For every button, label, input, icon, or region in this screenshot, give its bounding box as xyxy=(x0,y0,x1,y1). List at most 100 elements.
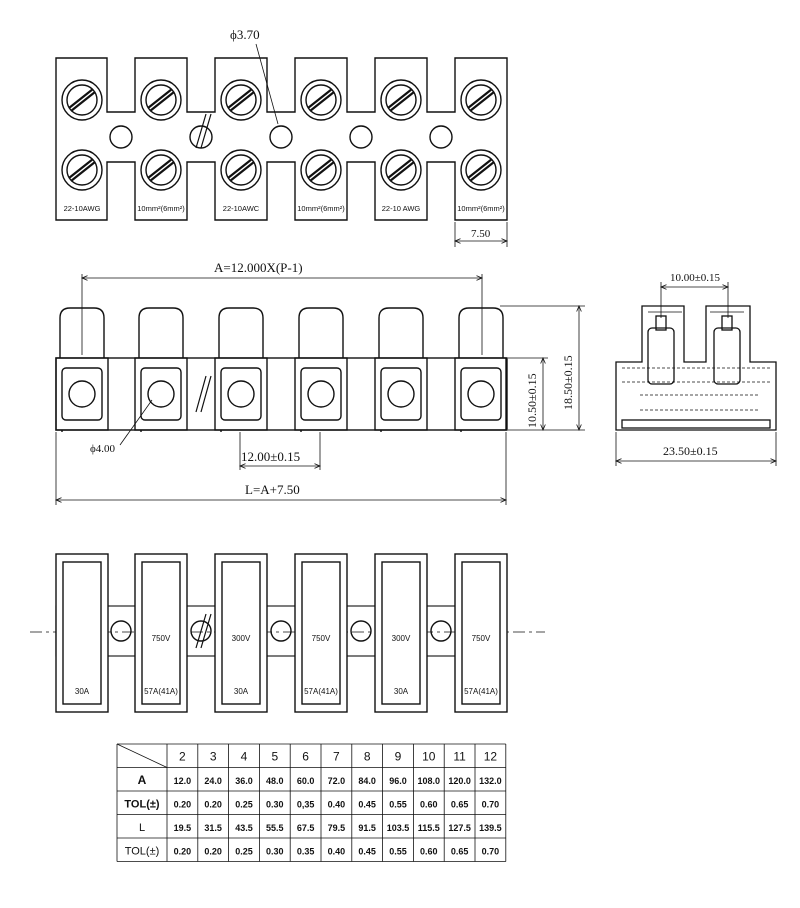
mounting-hole xyxy=(109,125,133,149)
table-cell: 0.45 xyxy=(358,847,376,857)
side-hatching xyxy=(622,367,770,411)
top-holes xyxy=(109,125,453,149)
bottom-block xyxy=(374,553,428,713)
height-dim-2: 18.50±0.15 xyxy=(561,355,575,410)
table-cell: 48.0 xyxy=(266,776,284,786)
pole-header: 8 xyxy=(364,750,371,764)
table-cell: 127.5 xyxy=(448,823,471,833)
length-dimension xyxy=(56,432,506,505)
side-screw-left xyxy=(647,327,675,385)
table-cell: 0.20 xyxy=(204,847,222,857)
wire-labels: 22-10AWG 10mm²(6mm²) 22-10AWC 10mm²(6mm²) 22… xyxy=(64,204,506,213)
voltage-label: 750V xyxy=(312,634,331,643)
mounting-hole xyxy=(269,125,293,149)
bottom-hole xyxy=(190,620,212,642)
table-cell: 0.35 xyxy=(297,847,315,857)
table-cell: 108.0 xyxy=(418,776,441,786)
table-cell: 0.65 xyxy=(451,847,469,857)
height-dim-1: 10.50±0.15 xyxy=(525,373,539,428)
pole-header: 11 xyxy=(453,750,466,764)
top-view-outline xyxy=(55,57,508,221)
current-label: 57A(41A) xyxy=(304,687,338,696)
table-cell: 139.5 xyxy=(479,823,502,833)
row-label: TOL(±) xyxy=(124,799,159,811)
table-cell: 120.0 xyxy=(448,776,471,786)
bottom-block xyxy=(454,553,508,713)
table-cell: 55.5 xyxy=(266,823,284,833)
table-cell: 0.70 xyxy=(482,847,500,857)
height-dimensions xyxy=(500,306,585,430)
top-screws xyxy=(61,79,502,191)
bottom-bridge xyxy=(55,605,507,657)
pole-header: 5 xyxy=(271,750,278,764)
front-pitch-dim: 12.00±0.15 xyxy=(241,449,300,464)
screw-icon xyxy=(147,380,175,408)
front-view xyxy=(55,307,508,432)
table-cell: 12.0 xyxy=(174,776,192,786)
screw-head-icon xyxy=(300,149,342,191)
table-cell: 0.20 xyxy=(174,847,192,857)
screw-head-icon xyxy=(61,149,103,191)
table-cell: 0,35 xyxy=(297,800,315,810)
wire-label: 22-10AWG xyxy=(64,204,101,213)
voltage-label: 300V xyxy=(232,634,251,643)
table-cell: 0.60 xyxy=(420,847,438,857)
table-cell: 91.5 xyxy=(358,823,376,833)
screw-head-icon xyxy=(460,149,502,191)
wire-label: 22-10 AWG xyxy=(382,204,421,213)
wire-label: 22-10AWC xyxy=(223,204,260,213)
pole-header: 12 xyxy=(484,750,498,764)
table-cell: 0.70 xyxy=(482,800,500,810)
wire-label: 10mm²(6mm²) xyxy=(297,204,345,213)
current-label: 30A xyxy=(394,687,409,696)
side-view xyxy=(615,305,777,431)
wire-label: 10mm²(6mm²) xyxy=(457,204,505,213)
pole-header: 3 xyxy=(210,750,217,764)
voltage-label: 750V xyxy=(472,634,491,643)
length-dim-label: L=A+7.50 xyxy=(245,482,300,497)
side-spacing-dim: 10.00±0.15 xyxy=(670,272,721,284)
table-cell: 0.40 xyxy=(328,800,346,810)
terminal-tower xyxy=(374,307,428,432)
table-cell: 19.5 xyxy=(174,823,192,833)
mounting-hole xyxy=(429,125,453,149)
table-cell: 0.55 xyxy=(389,847,407,857)
pitch-dimension xyxy=(455,222,507,247)
table-cell: 0.40 xyxy=(328,847,346,857)
bottom-block xyxy=(134,553,188,713)
table-cell: 0.60 xyxy=(420,800,438,810)
bottom-blocks xyxy=(55,553,508,713)
table-cell: 31.5 xyxy=(204,823,222,833)
voltage-label: 300V xyxy=(392,634,411,643)
pole-header: 7 xyxy=(333,750,340,764)
mounting-hole xyxy=(349,125,373,149)
side-outline xyxy=(615,305,777,431)
terminal-tower xyxy=(294,307,348,432)
pole-header: 10 xyxy=(422,750,436,764)
screw-head-icon xyxy=(380,79,422,121)
hole-dim-label: ϕ3.70 xyxy=(230,27,260,42)
table-cell: 43.5 xyxy=(235,823,253,833)
bottom-view xyxy=(30,553,545,713)
table-cell: 72.0 xyxy=(328,776,346,786)
current-label: 57A(41A) xyxy=(144,687,178,696)
top-pitch-dim: 7.50 xyxy=(471,228,491,240)
terminal-tower xyxy=(134,307,188,432)
pitch-dimension-front xyxy=(240,432,320,470)
pole-header: 2 xyxy=(179,750,186,764)
bottom-block xyxy=(294,553,348,713)
screw-head-icon xyxy=(61,79,103,121)
screw-head-icon xyxy=(140,149,182,191)
bottom-block xyxy=(214,553,268,713)
bottom-holes xyxy=(110,620,452,642)
table-cell: 103.5 xyxy=(387,823,410,833)
table-cell: 36.0 xyxy=(235,776,253,786)
table-cell: 67.5 xyxy=(297,823,315,833)
bottom-block xyxy=(55,553,109,713)
side-spacing-dimension xyxy=(616,282,776,466)
table-cell: 60.0 xyxy=(297,776,315,786)
side-clip-right xyxy=(721,315,733,331)
